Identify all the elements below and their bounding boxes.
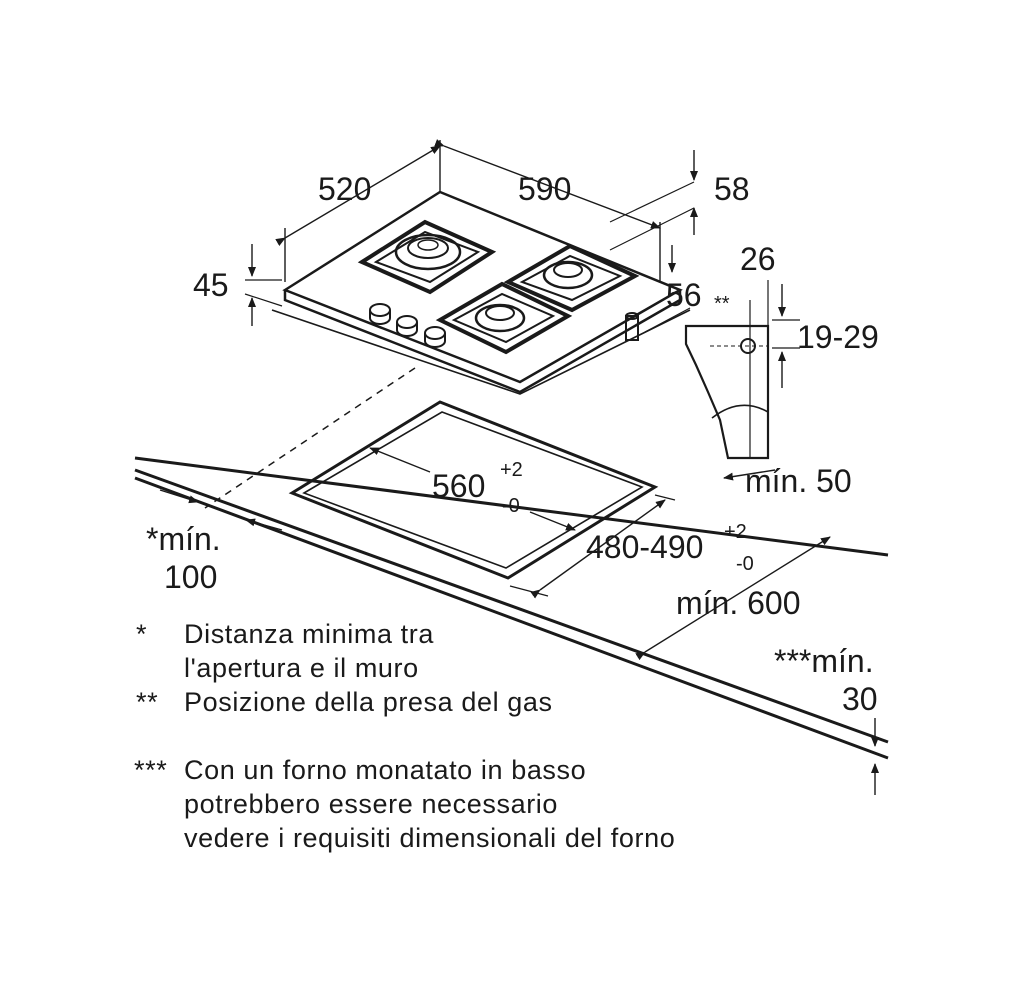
projection-dashed-line <box>204 367 416 509</box>
worktop-cutout-inner <box>302 411 644 569</box>
burner-front <box>435 281 573 355</box>
knob <box>396 315 418 337</box>
note-line: Posizione della presa del gas <box>184 687 553 717</box>
min-wall-value: 100 <box>164 559 217 595</box>
cooktop-glass-top <box>282 190 683 384</box>
notes: * Distanza minima tra l'apertura e il mu… <box>134 619 675 853</box>
control-knobs <box>369 303 446 348</box>
cooktop-casing <box>271 309 691 395</box>
gas-offset-marker: ** <box>714 293 730 315</box>
knob <box>369 303 391 325</box>
note-marker: ** <box>136 687 158 717</box>
dimension-min-worktop-depth: mín. 600 <box>635 536 831 661</box>
dimension-min-oven: ***mín. 30 <box>774 643 879 795</box>
mounting-bracket: 26 <box>684 241 776 460</box>
note-marker: * <box>136 619 147 649</box>
note-marker: *** <box>134 755 167 785</box>
dimension-worktop-thickness: 19-29 <box>772 284 879 388</box>
cooktop <box>271 190 691 395</box>
min-back-label: mín. 50 <box>745 463 852 499</box>
bracket-depth-label: 26 <box>740 241 776 277</box>
dimension-glass-thickness: 58 <box>609 150 750 251</box>
height-label: 45 <box>193 267 229 303</box>
note-line: potrebbero essere necessario <box>184 789 558 819</box>
min-oven-value: 30 <box>842 681 878 717</box>
burner-large <box>357 219 497 295</box>
worktop-front-edge <box>134 468 889 744</box>
cooktop-glass-edge <box>283 290 682 394</box>
note-line: Con un forno monatato in basso <box>184 755 586 785</box>
cutout-width-plus: +2 <box>500 459 523 481</box>
min-wall-label: *mín. <box>146 521 221 557</box>
gas-offset-label: 56 <box>666 277 702 313</box>
dimension-min-back: mín. 50 <box>723 463 852 499</box>
cutout-depth-plus: +2 <box>724 521 747 543</box>
gas-connector <box>625 312 639 341</box>
min-worktop-depth-label: mín. 600 <box>676 585 801 621</box>
dimension-gas-offset: 56 ** <box>644 245 730 333</box>
worktop-cutout <box>288 400 659 580</box>
worktop <box>134 400 889 760</box>
knob <box>424 326 446 348</box>
cutout-width-main: 560 <box>432 468 485 504</box>
dimension-height: 45 <box>193 244 283 326</box>
cutout-depth-main: 480-490 <box>586 529 703 565</box>
dimension-cutout-width: 560 +2 -0 <box>369 447 576 531</box>
glass-thickness-label: 58 <box>714 171 750 207</box>
dimension-min-wall: *mín. 100 <box>146 489 283 595</box>
cutout-width-minus: -0 <box>502 495 520 517</box>
burner-right <box>503 243 640 313</box>
cutout-depth-minus: -0 <box>736 553 754 575</box>
note-line: vedere i requisiti dimensionali del forn… <box>184 823 675 853</box>
note-line: l'apertura e il muro <box>184 653 419 683</box>
worktop-range-label: 19-29 <box>797 319 879 355</box>
note-line: Distanza minima tra <box>184 619 434 649</box>
dimension-width: 590 <box>434 139 661 282</box>
width-label: 590 <box>518 171 571 207</box>
depth-label: 520 <box>318 171 371 207</box>
min-oven-label: ***mín. <box>774 643 874 679</box>
